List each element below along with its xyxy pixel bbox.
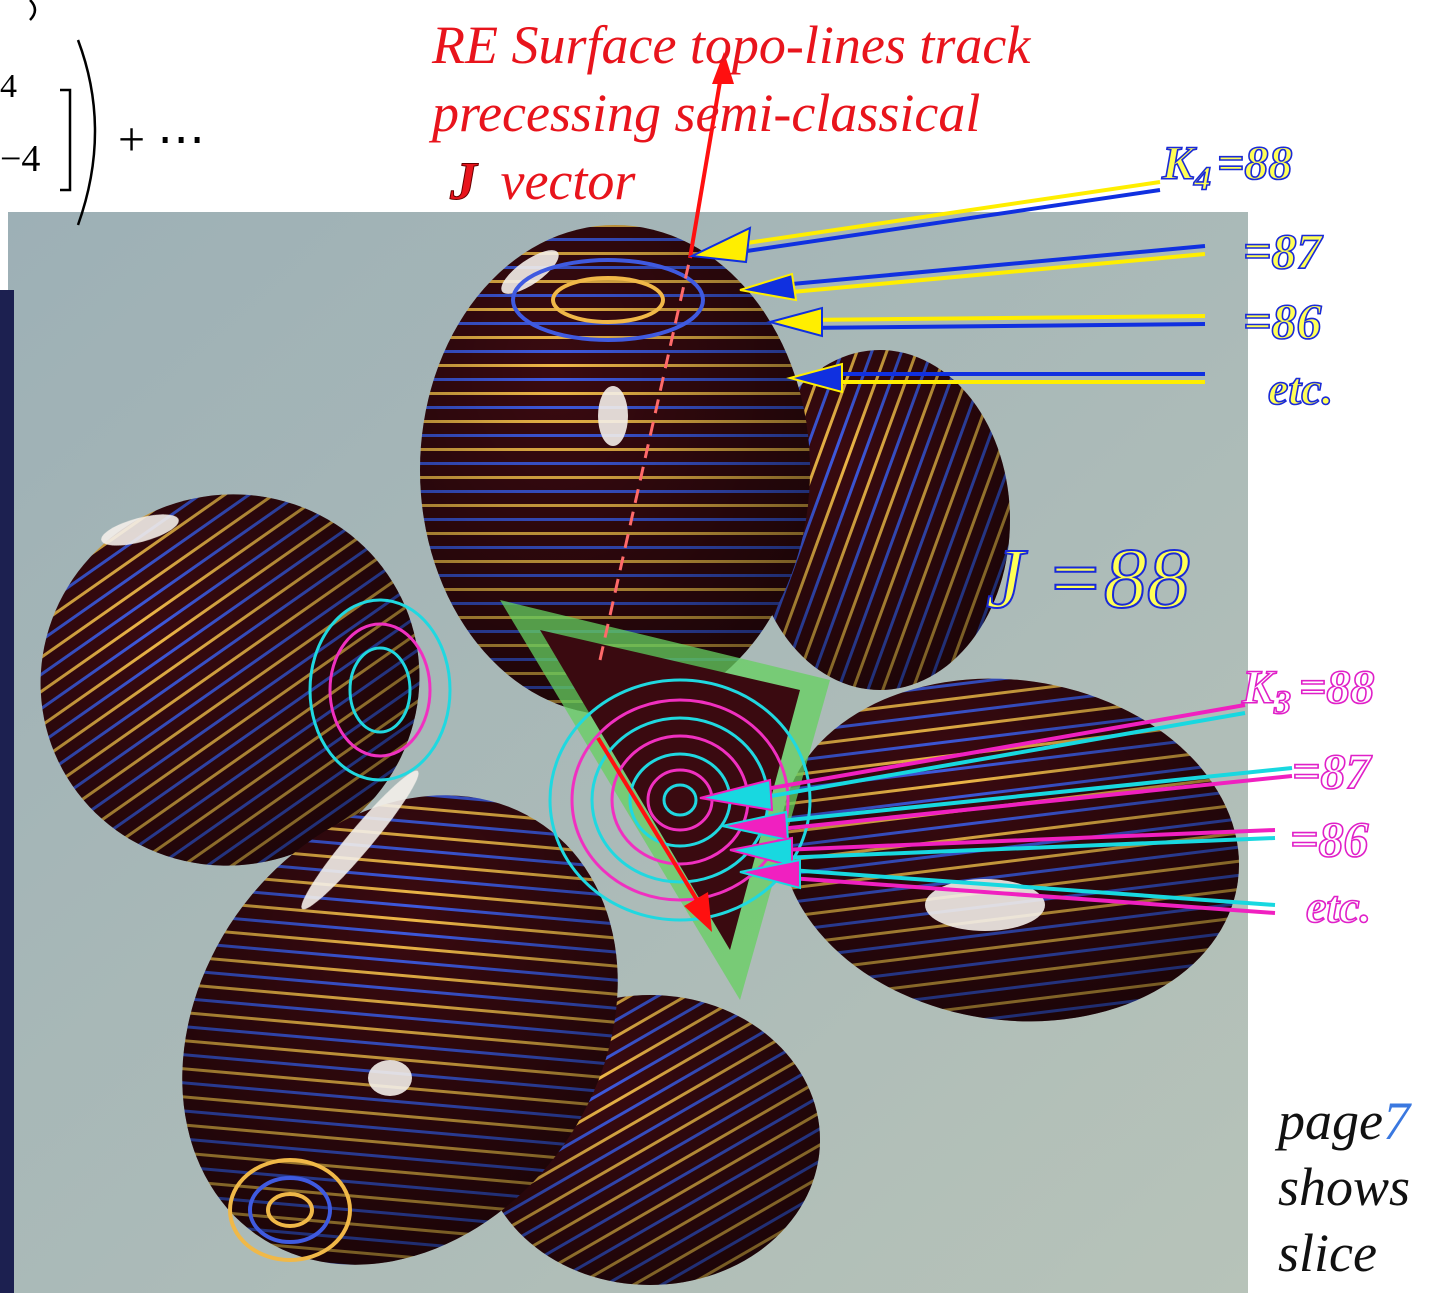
k3-subscript: 3 — [1273, 684, 1292, 722]
k4-label-88: K4=88 — [1161, 137, 1293, 198]
specular-highlights — [101, 250, 1045, 1096]
side-note-line-2: shows — [1278, 1157, 1411, 1217]
k3-label-87: =87 — [1291, 743, 1371, 799]
math-top-exponent: 4 — [0, 68, 17, 105]
k3-pointer-arrows — [759, 703, 1293, 915]
top-lobe — [420, 225, 810, 715]
top-lobe-cap-rings — [511, 258, 705, 342]
k4-pointer-arrows — [739, 180, 1206, 384]
j-value-label: J =88 — [985, 530, 1191, 626]
k3-arrowheads — [699, 778, 801, 890]
page-number[interactable]: 7 — [1382, 1091, 1410, 1151]
caption-line-2: precessing semi-classical — [432, 83, 981, 143]
caption-line-1: RE Surface topo-lines track — [432, 15, 1031, 75]
k3-vector-arrowhead — [684, 892, 712, 932]
k4-label-87: =87 — [1242, 223, 1322, 279]
side-note-line-1: page7 — [1278, 1091, 1410, 1151]
j-vector-arrow-shaft — [688, 69, 724, 259]
front-left-lobe — [182, 795, 618, 1265]
math-bottom-exponent: −4 — [0, 138, 41, 180]
side-note-line-3: slice — [1278, 1223, 1377, 1283]
k3-vector-shaft — [596, 736, 702, 907]
central-contour-region — [308, 598, 830, 1000]
j-vector-symbol: J — [450, 151, 478, 211]
k3-label-88: K3=88 — [1241, 661, 1375, 722]
k3-label-etc: etc. — [1305, 881, 1372, 932]
math-plus-dots: + ⋯ — [118, 113, 206, 166]
back-right-lobe — [750, 350, 1010, 690]
bottom-lobe-rings — [228, 1158, 352, 1262]
vector-word: vector — [500, 151, 636, 211]
j-vector-arrowhead — [712, 52, 734, 84]
k4-arrowheads — [688, 226, 843, 394]
left-lobe — [40, 494, 420, 866]
caption-line-3: J vector — [450, 151, 636, 211]
math-fragment-brackets — [29, 0, 97, 226]
k3-label-86: =86 — [1289, 811, 1369, 867]
k4-label-etc: etc. — [1267, 363, 1334, 414]
k4-label-86: =86 — [1242, 293, 1322, 349]
k4-subscript: 4 — [1193, 160, 1212, 198]
left-dark-panel — [0, 290, 14, 1293]
